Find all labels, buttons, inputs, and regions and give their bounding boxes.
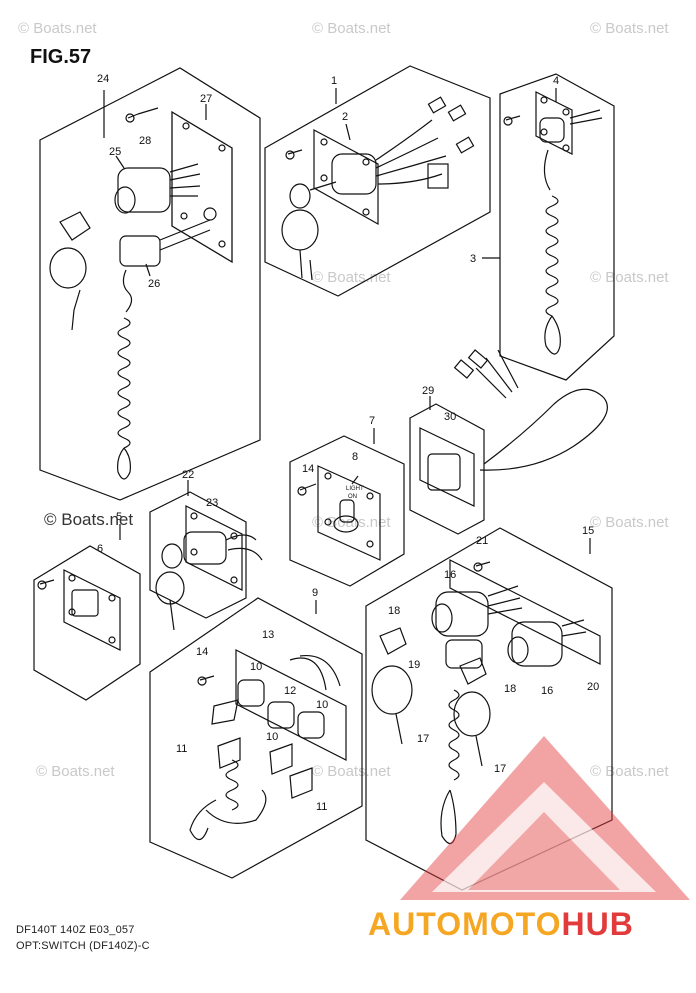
callout-3: 3: [470, 253, 476, 265]
callout-24: 24: [97, 73, 109, 85]
callout-17b: 17: [494, 763, 506, 775]
assembly-1: [264, 65, 491, 297]
callout-23: 23: [206, 497, 218, 509]
callout-18a: 18: [388, 605, 400, 617]
callout-2: 2: [342, 111, 348, 123]
switch-light-label: LIGHT: [346, 486, 364, 492]
callout-19: 19: [408, 659, 420, 671]
callout-26: 26: [148, 278, 160, 290]
callout-10a: 10: [250, 661, 262, 673]
assembly-3: [482, 73, 615, 381]
watermark-text: © Boats.net: [590, 514, 669, 531]
callout-7: 7: [369, 415, 375, 427]
callout-15: 15: [582, 525, 594, 537]
watermark-text: © Boats.net: [312, 20, 391, 37]
callout-12: 12: [284, 685, 296, 697]
callout-29: 29: [422, 385, 434, 397]
logo-wordmark: AUTOMOTOHUB: [368, 906, 634, 943]
callout-4: 4: [553, 75, 559, 87]
watermark-text: © Boats.net: [590, 763, 669, 780]
assembly-22: [149, 480, 263, 631]
callout-22: 22: [182, 469, 194, 481]
assembly-24: [39, 67, 261, 501]
assembly-9: [149, 597, 363, 879]
switch-on-label: ON: [348, 494, 357, 500]
assembly-15: [365, 527, 613, 891]
callout-21: 21: [476, 535, 488, 547]
footer-caption: OPT:SWITCH (DF140Z)-C: [16, 940, 150, 952]
callout-20: 20: [587, 681, 599, 693]
callout-11a: 11: [176, 743, 187, 755]
callouts: 1 2 3 4 5 6 7 8 9 10 10 10 11 11 12 13 1…: [97, 73, 599, 813]
callout-30: 30: [444, 411, 456, 423]
assembly-29: [409, 349, 608, 535]
brand-watermark: © Boats.net: [44, 510, 134, 529]
automotohub-logo-icon: [400, 736, 690, 900]
watermarks: © Boats.net © Boats.net © Boats.net © Bo…: [18, 20, 669, 780]
callout-14b: 14: [302, 463, 314, 475]
callout-9: 9: [312, 587, 318, 599]
figure-title: FIG.57: [30, 46, 92, 68]
logo-part-2: HUB: [561, 906, 634, 942]
callout-28: 28: [139, 135, 151, 147]
callout-25: 25: [109, 146, 121, 158]
callout-10c: 10: [316, 699, 328, 711]
callout-6: 6: [97, 543, 103, 555]
watermark-text: © Boats.net: [312, 269, 391, 286]
assembly-5: [33, 524, 141, 701]
callout-16a: 16: [444, 569, 456, 581]
callout-11b: 11: [316, 801, 327, 813]
watermark-text: © Boats.net: [590, 269, 669, 286]
assembly-7: [289, 428, 405, 587]
callout-5: 5: [116, 511, 122, 523]
watermark-text: © Boats.net: [312, 763, 391, 780]
logo-part-1: AUTOMOTO: [368, 906, 562, 942]
callout-8: 8: [352, 451, 358, 463]
watermark-text: © Boats.net: [590, 20, 669, 37]
callout-14a: 14: [196, 646, 208, 658]
callout-16b: 16: [541, 685, 553, 697]
callout-1: 1: [331, 75, 337, 87]
callout-18b: 18: [504, 683, 516, 695]
footer-code: DF140T 140Z E03_057: [16, 924, 135, 936]
callout-27: 27: [200, 93, 212, 105]
watermark-text: © Boats.net: [36, 763, 115, 780]
callout-13: 13: [262, 629, 274, 641]
callout-10b: 10: [266, 731, 278, 743]
watermark-text: © Boats.net: [18, 20, 97, 37]
watermark-text: © Boats.net: [312, 514, 391, 531]
callout-17a: 17: [417, 733, 429, 745]
